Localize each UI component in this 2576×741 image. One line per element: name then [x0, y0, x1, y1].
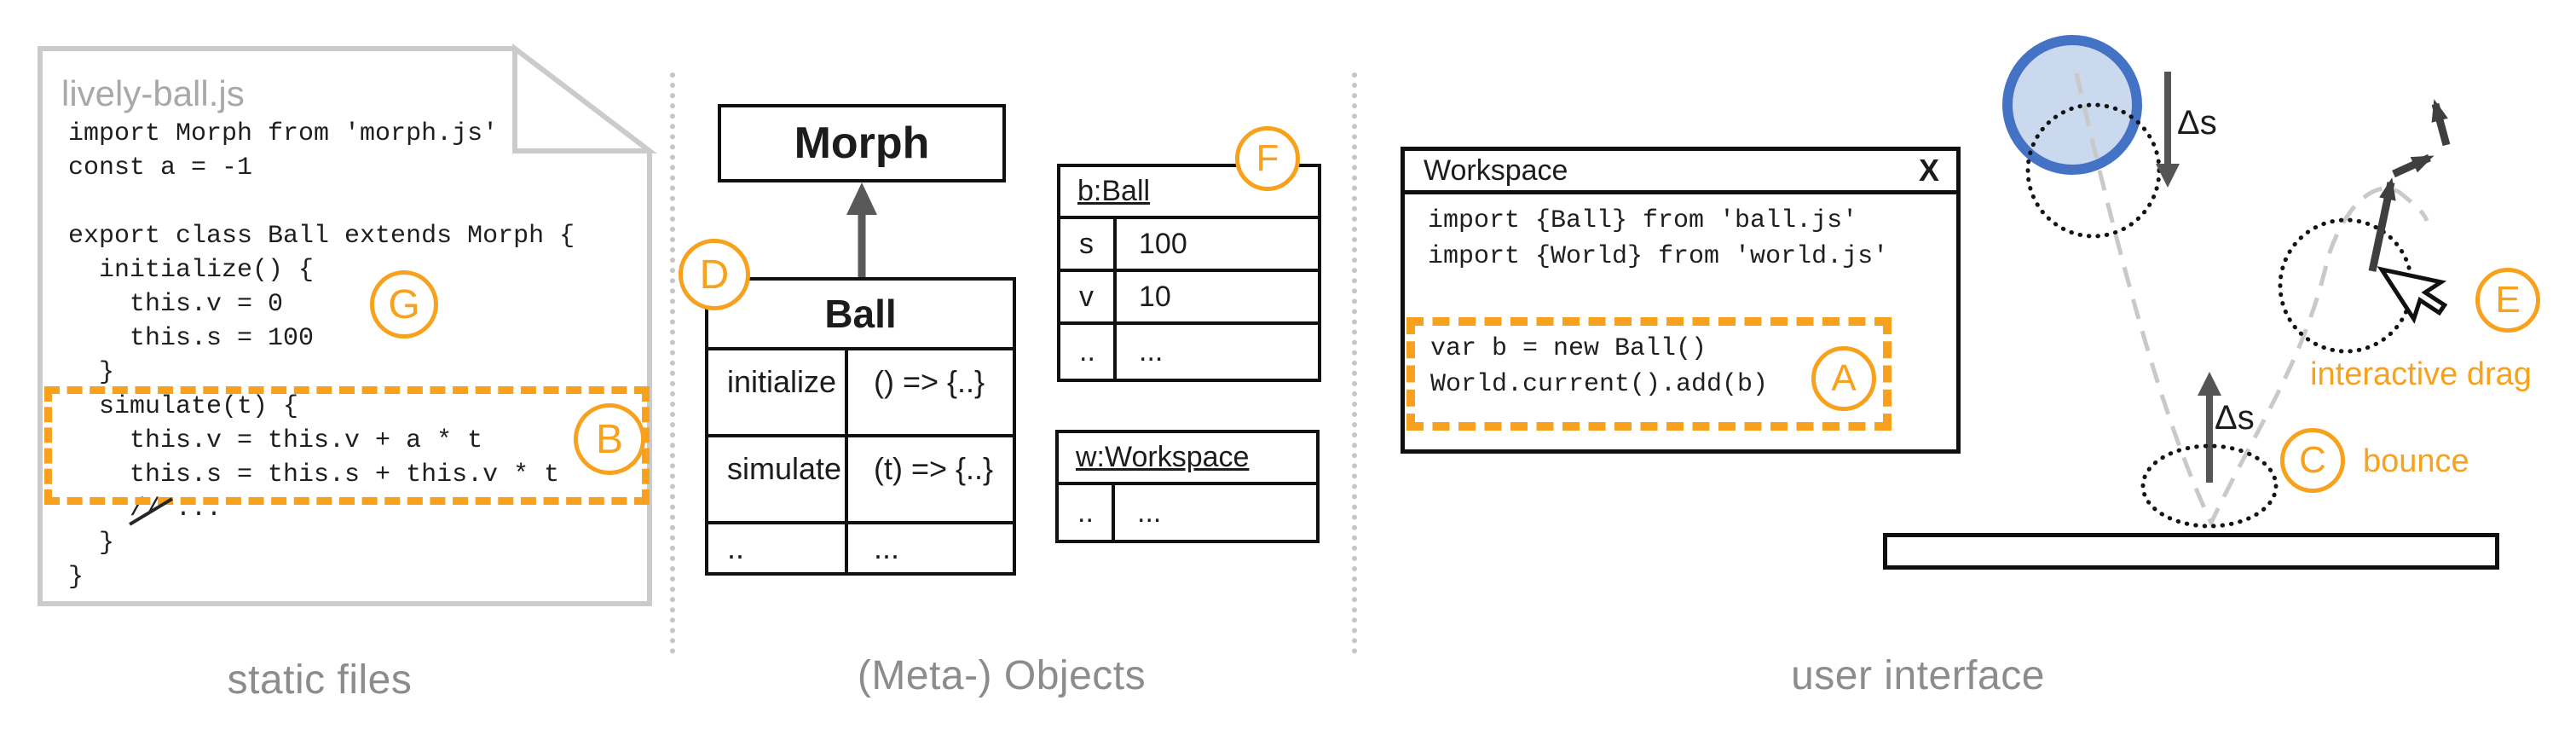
bounce-label: bounce	[2363, 443, 2469, 479]
workspace-titlebar: Workspace X	[1405, 151, 1956, 194]
ball-physics-scene	[2002, 35, 2455, 529]
caption-user-interface: user interface	[1791, 653, 2045, 698]
badge-g: G	[370, 270, 438, 339]
badge-c: C	[2280, 428, 2345, 493]
cell-method-name: simulate	[708, 437, 848, 521]
close-icon[interactable]: X	[1918, 153, 1939, 188]
cell-field-value: ...	[1137, 495, 1162, 529]
workspace-highlighted-code: var b = new Ball() World.current().add(b…	[1430, 334, 1769, 399]
badge-b: B	[574, 403, 645, 475]
badge-e: E	[2475, 268, 2540, 333]
code-region-highlight-a	[1406, 317, 1892, 431]
cell-method-value: () => {..}	[874, 364, 985, 399]
cell-method-name: ..	[708, 524, 848, 572]
morph-class-box: Morph	[718, 104, 1006, 182]
badge-f-label: F	[1256, 137, 1279, 179]
badge-g-label: G	[388, 281, 420, 327]
delta-s-label-fall: Δs	[2177, 104, 2217, 142]
inheritance-arrow	[846, 182, 877, 280]
workspace-imports-code: import {Ball} from 'ball.js' import {Wor…	[1428, 206, 1889, 271]
badge-f: F	[1235, 126, 1300, 191]
workspace-window-title: Workspace	[1424, 153, 1568, 187]
cell-method-value: ...	[874, 530, 900, 565]
cell-field-value: ...	[1139, 335, 1164, 368]
table-row: .. ...	[1060, 325, 1318, 379]
cell-field-name: v	[1060, 272, 1117, 321]
badge-a-label: A	[1831, 357, 1857, 399]
table-row: v 10	[1060, 272, 1318, 325]
file-code: import Morph from 'morph.js' const a = -…	[68, 119, 575, 592]
panel-divider-left	[670, 72, 675, 654]
table-row: initialize () => {..}	[708, 350, 1013, 437]
caption-meta-objects: (Meta-) Objects	[857, 653, 1146, 698]
cell-field-name: s	[1060, 219, 1117, 269]
trajectory-path	[2074, 72, 2429, 528]
file-page-shape	[38, 46, 652, 606]
ball-class-title: Ball	[708, 281, 1013, 350]
delta-s-label-bounce: Δs	[2215, 399, 2255, 437]
cell-field-name: ..	[1059, 485, 1115, 540]
cell-method-name: initialize	[708, 350, 848, 434]
cell-field-name: ..	[1060, 325, 1117, 379]
badge-e-label: E	[2495, 279, 2521, 321]
ball-class-table: Ball initialize () => {..} simulate (t) …	[705, 277, 1016, 576]
table-row: s 100	[1060, 219, 1318, 272]
badge-d: D	[679, 239, 750, 310]
table-row: simulate (t) => {..}	[708, 437, 1013, 524]
interactive-drag-label: interactive drag	[2310, 356, 2532, 392]
b-ball-title: b:Ball	[1060, 167, 1318, 219]
drag-gesture-arrows	[2368, 99, 2451, 272]
b-ball-object-table: b:Ball s 100 v 10 .. ...	[1057, 164, 1321, 382]
badge-d-label: D	[699, 252, 730, 298]
ball-morph-icon[interactable]	[2002, 35, 2142, 175]
cell-method-value: (t) => {..}	[874, 451, 994, 486]
w-workspace-title: w:Workspace	[1059, 433, 1316, 485]
ground-rect	[1883, 533, 2499, 570]
delta-s-up-arrow	[2198, 372, 2221, 483]
file-title: lively-ball.js	[61, 73, 245, 113]
badge-b-label: B	[595, 416, 623, 462]
table-row: .. ...	[1059, 485, 1316, 540]
caption-static-files: static files	[227, 657, 413, 703]
page-fold-icon	[512, 43, 657, 153]
cell-field-value: 10	[1139, 280, 1171, 313]
cell-field-value: 100	[1139, 227, 1187, 260]
code-region-highlight-b	[44, 386, 650, 505]
bounce-ball-outline	[2140, 443, 2279, 529]
w-workspace-object-table: w:Workspace .. ...	[1055, 430, 1320, 543]
badge-c-label: C	[2299, 439, 2326, 481]
file-page-graphic	[38, 43, 657, 606]
delta-s-down-arrow	[2156, 72, 2180, 188]
workspace-window: Workspace X	[1401, 147, 1961, 454]
cursor-icon[interactable]	[2377, 246, 2455, 327]
badge-a: A	[1811, 346, 1876, 411]
panel-divider-right	[1352, 72, 1357, 654]
table-row: .. ...	[708, 524, 1013, 572]
